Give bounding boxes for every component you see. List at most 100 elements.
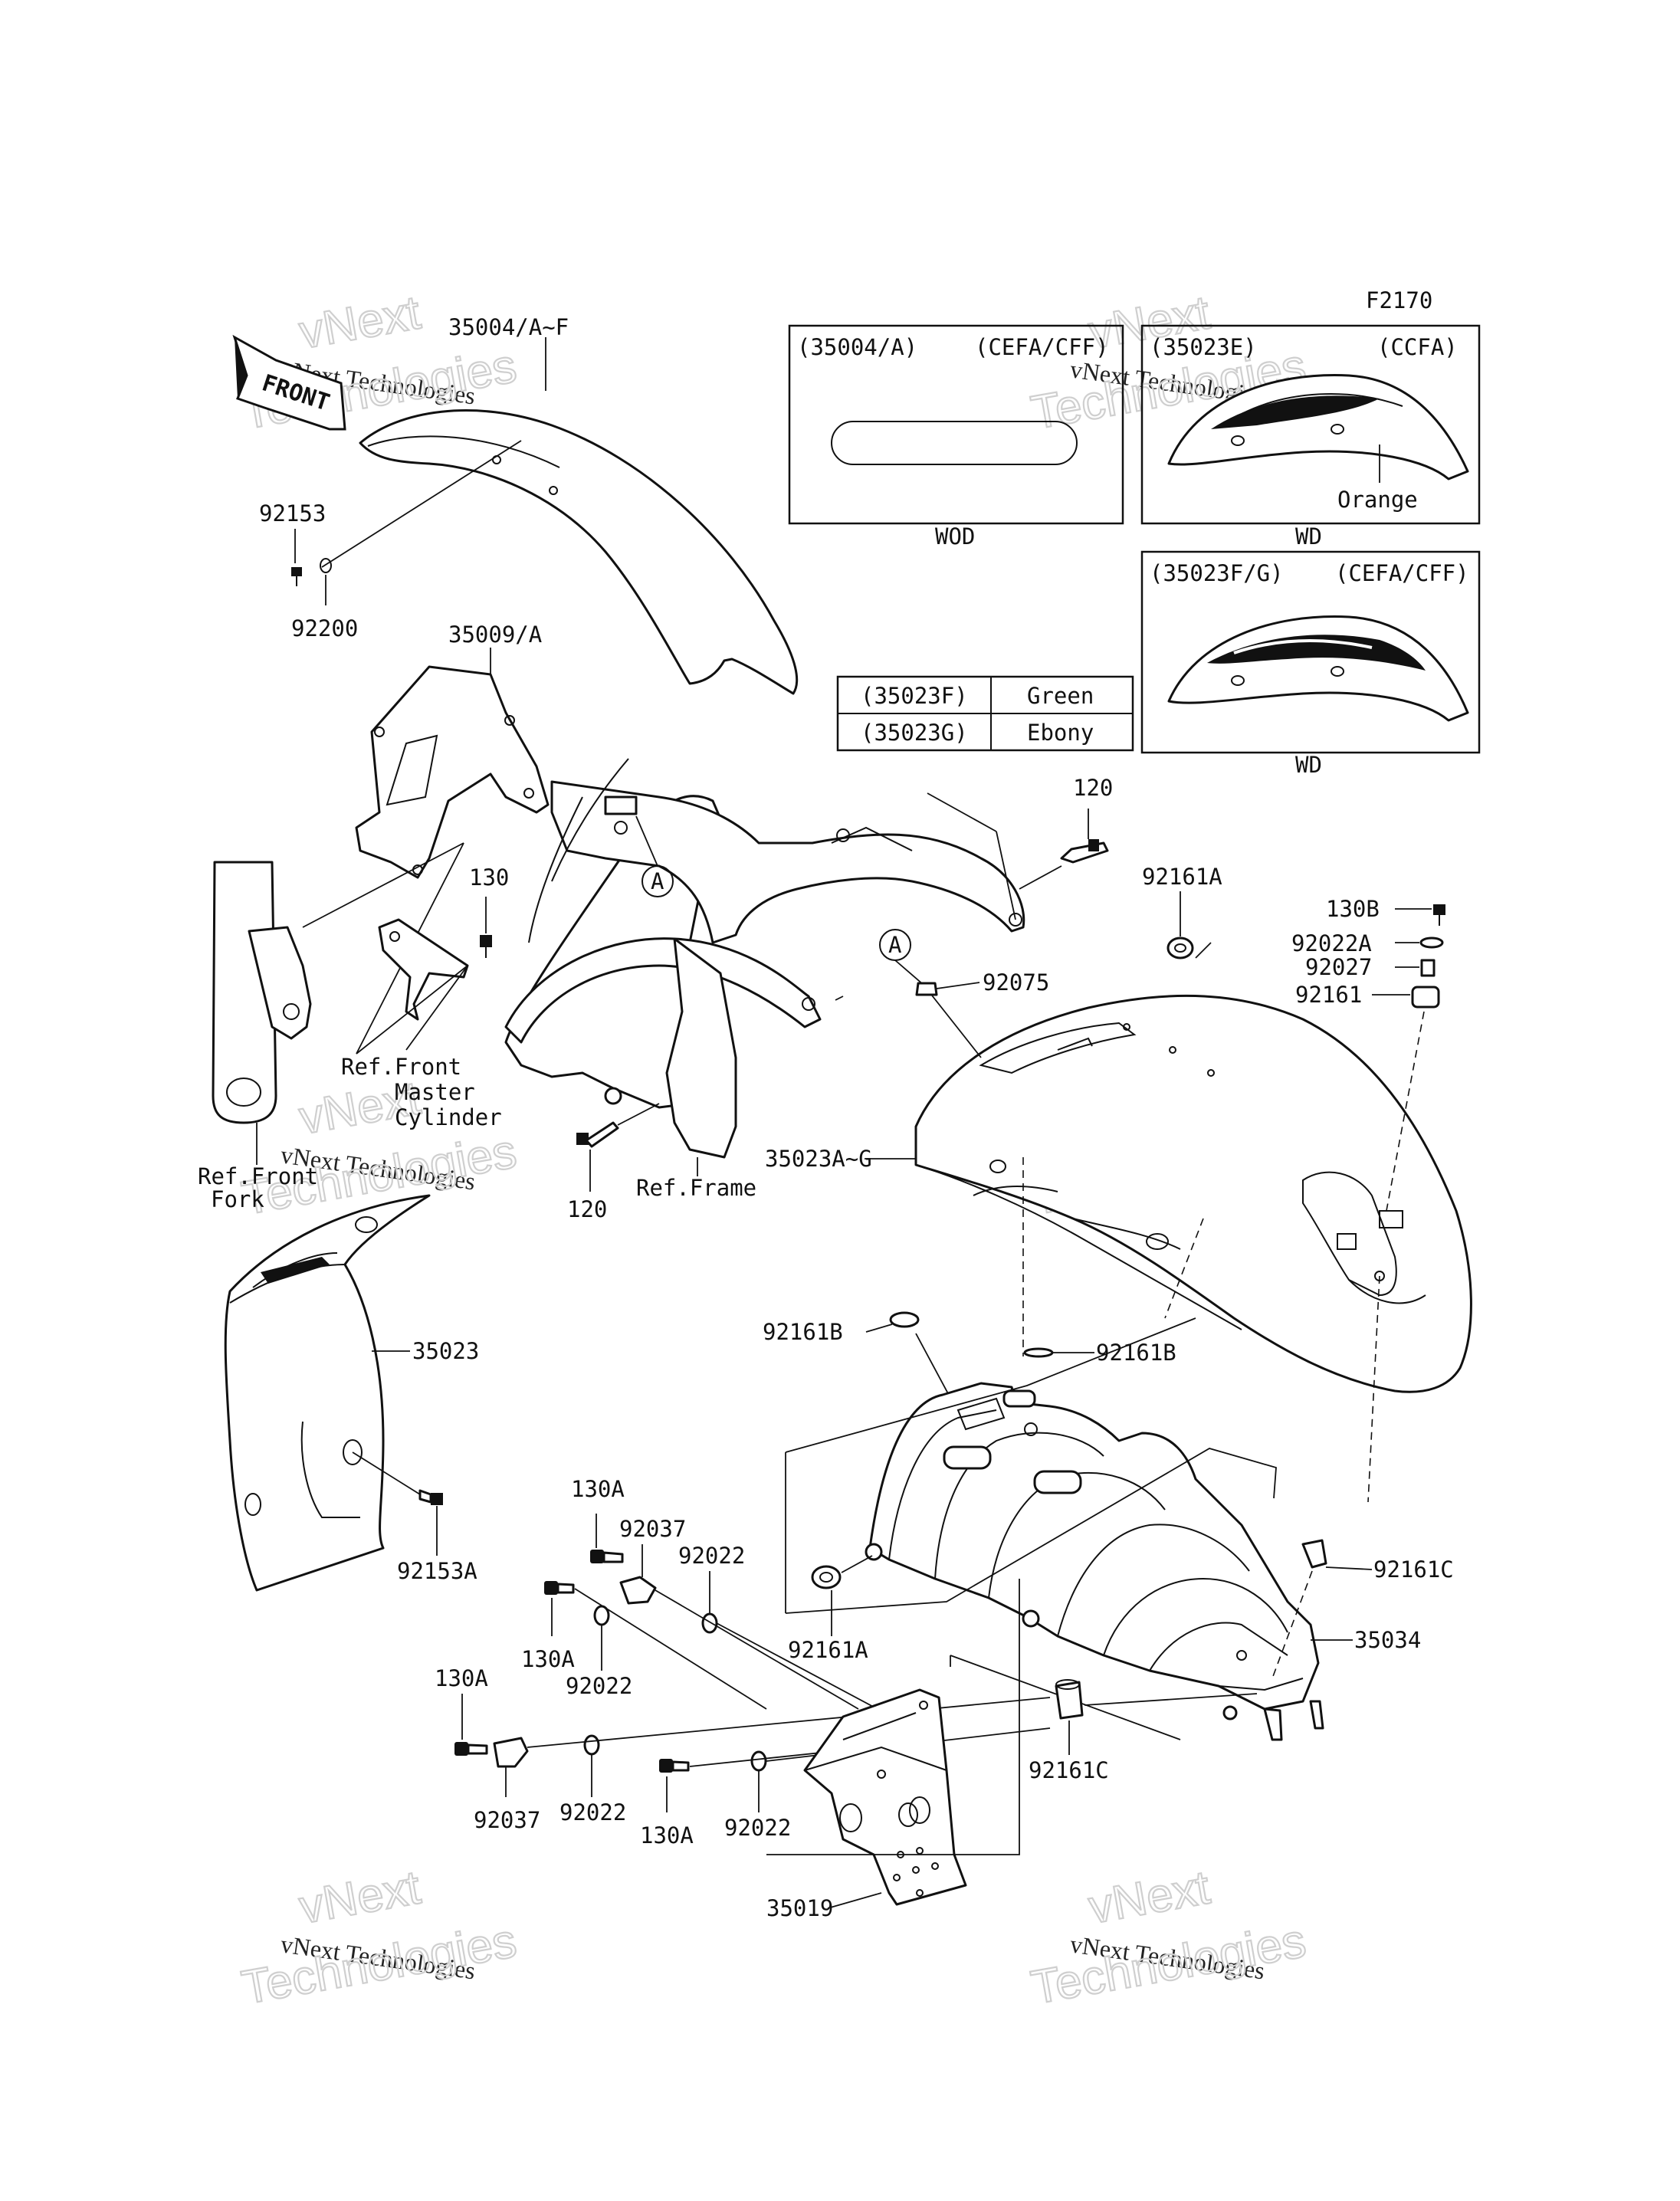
bolt-130: 130 (469, 864, 509, 958)
washer-92022-3: 92022 (559, 1734, 626, 1825)
callout-92022-4: 92022 (724, 1815, 791, 1841)
inner-fender-35023: 35023 (224, 1194, 479, 1592)
callout-35019: 35019 (766, 1895, 833, 1921)
svg-text:vNext: vNext (295, 1861, 424, 1934)
clamp-92037-2: 92037 (474, 1737, 540, 1833)
callout-130a-1: 130A (571, 1476, 625, 1502)
bolt-130a-4: 130A (640, 1759, 694, 1848)
callout-92037-1: 92037 (619, 1516, 686, 1542)
svg-text:(35023F/G): (35023F/G) (1150, 560, 1284, 586)
svg-text:(CEFA/CFF): (CEFA/CFF) (1335, 560, 1469, 586)
callout-92161a-bottom: 92161A (788, 1637, 868, 1663)
callout-35023a-g: 35023A~G (765, 1146, 872, 1172)
callout-92022-3: 92022 (559, 1799, 626, 1825)
cushion-92161c-bottom: 92161C (1029, 1679, 1258, 1783)
callout-ref-master-2: Master (395, 1079, 475, 1105)
front-arrow-icon: FRONT (232, 334, 346, 431)
callout-92161c-bottom: 92161C (1029, 1757, 1109, 1783)
svg-text:Technologies: Technologies (1027, 1914, 1309, 2015)
callout-92022-2: 92022 (566, 1673, 632, 1699)
callout-120-bottom: 120 (567, 1196, 607, 1222)
svg-text:(35023E): (35023E) (1150, 334, 1257, 360)
master-cylinder-bracket: 130 Ref.Front Master Cylinder (341, 864, 509, 1130)
callout-92153: 92153 (259, 500, 326, 526)
inset-box-35023e: (35023E) (CCFA) Orange WD (1140, 324, 1481, 549)
bolt-130a-3: 130A (435, 1665, 488, 1756)
cushion-92161b-left: 92161B (763, 1311, 974, 1442)
callout-92200: 92200 (291, 615, 358, 641)
callout-92075: 92075 (983, 969, 1049, 996)
clamp-92037-1: 92037 (619, 1516, 686, 1605)
svg-text:A: A (651, 868, 664, 894)
hardware-cluster-bottom: 130A 92037 92022 130A 92022 (435, 1665, 1051, 1848)
callout-130a-3: 130A (435, 1665, 488, 1691)
bolt-130a-2: 130A (521, 1581, 575, 1672)
cushion-92161b-right: 92161B (1023, 1340, 1176, 1366)
svg-text:(35004/A): (35004/A) (797, 334, 917, 360)
callout-130: 130 (469, 864, 509, 891)
svg-text:(CEFA/CFF): (CEFA/CFF) (975, 334, 1109, 360)
callout-92161: 92161 (1295, 982, 1362, 1008)
svg-text:vNext: vNext (295, 286, 424, 359)
grommet-92161a-bottom: 92161A (788, 1555, 873, 1663)
washer-92022-4: 92022 (724, 1750, 791, 1841)
svg-text:WD: WD (1295, 523, 1322, 549)
bolt-130a-1: 130A (571, 1476, 625, 1563)
damper-92075: 92075 (915, 969, 1049, 996)
marker-a-frame: A (635, 815, 674, 897)
callout-92022a: 92022A (1291, 930, 1372, 956)
callout-35009: 35009/A (448, 622, 542, 648)
marker-a-fender: A (879, 929, 982, 1058)
callout-ref-fork-2: Fork (211, 1186, 264, 1212)
callout-92161c-right: 92161C (1373, 1556, 1454, 1583)
screw-92153a: 92153A (352, 1451, 477, 1584)
svg-text:WD: WD (1295, 752, 1322, 778)
callout-120-top: 120 (1073, 775, 1113, 801)
rear-fender-35023a-g: 35023A~G (765, 994, 1472, 1503)
diagram-code: F2170 (1366, 287, 1432, 313)
svg-text:Technologies: Technologies (238, 1914, 520, 2015)
grommet-92161a-top: 92161A (1142, 864, 1222, 959)
svg-text:vNext: vNext (1084, 1861, 1213, 1934)
svg-text:(CCFA): (CCFA) (1377, 334, 1458, 360)
washer-92022-2: 92022 (566, 1605, 632, 1699)
rear-bracket-35034: 35034 (785, 1317, 1421, 1741)
callout-ref-fork-1: Ref.Front (198, 1163, 318, 1189)
callout-35023: 35023 (412, 1338, 479, 1364)
inset-box-35023fg: (35023F/G) (CEFA/CFF) WD (1140, 550, 1481, 778)
front-fender-35004: 35004/A~F (321, 314, 799, 695)
callout-92027: 92027 (1305, 954, 1372, 980)
cushion-92161c-right: 92161C (1271, 1539, 1454, 1679)
frame-reference: Ref.Frame (504, 758, 1025, 1201)
callout-92037-2: 92037 (474, 1807, 540, 1833)
color-table-part-2: (35023G) (861, 720, 968, 746)
hardware-cluster-top: 130A 92037 92022 130A 92022 (521, 1476, 878, 1710)
watermark-bottom-left: vNext vNext Technologies Technologies (237, 1860, 521, 2016)
color-table-part-1: (35023F) (861, 683, 968, 709)
callout-130b: 130B (1326, 896, 1380, 922)
callout-92161b-left: 92161B (763, 1319, 843, 1345)
callout-92161a-top: 92161A (1142, 864, 1222, 890)
inset-box-35004a: (35004/A) (CEFA/CFF) WOD (788, 324, 1124, 549)
rear-flap-35019: 35019 (766, 1579, 1020, 1921)
callout-130a-4: 130A (640, 1822, 694, 1848)
bolt-120-top: 120 (1019, 775, 1113, 890)
callout-35034: 35034 (1354, 1627, 1421, 1653)
color-table-color-1: Green (1027, 683, 1094, 709)
callout-35004: 35004/A~F (448, 314, 569, 340)
callout-92022-1: 92022 (678, 1543, 745, 1569)
callout-130a-2: 130A (521, 1646, 575, 1672)
callout-ref-master-3: Cylinder (395, 1104, 502, 1130)
svg-text:Orange: Orange (1337, 487, 1418, 513)
front-fork-reference: Ref.Front Fork (198, 861, 318, 1212)
screw-92153: 92153 92200 (259, 500, 358, 641)
color-table: (35023F) Green (35023G) Ebony (836, 675, 1134, 752)
hardware-stack-right: 130B 92022A 92027 92161 (1291, 896, 1445, 1215)
watermark-mid-left: vNext vNext Technologies Technologies (237, 1071, 521, 1226)
bolt-120-bottom: 120 (567, 1103, 660, 1222)
watermark-bottom-right: vNext vNext Technologies Technologies (1026, 1860, 1311, 2016)
svg-text:A: A (888, 932, 901, 958)
washer-92022-1: 92022 (678, 1543, 745, 1634)
